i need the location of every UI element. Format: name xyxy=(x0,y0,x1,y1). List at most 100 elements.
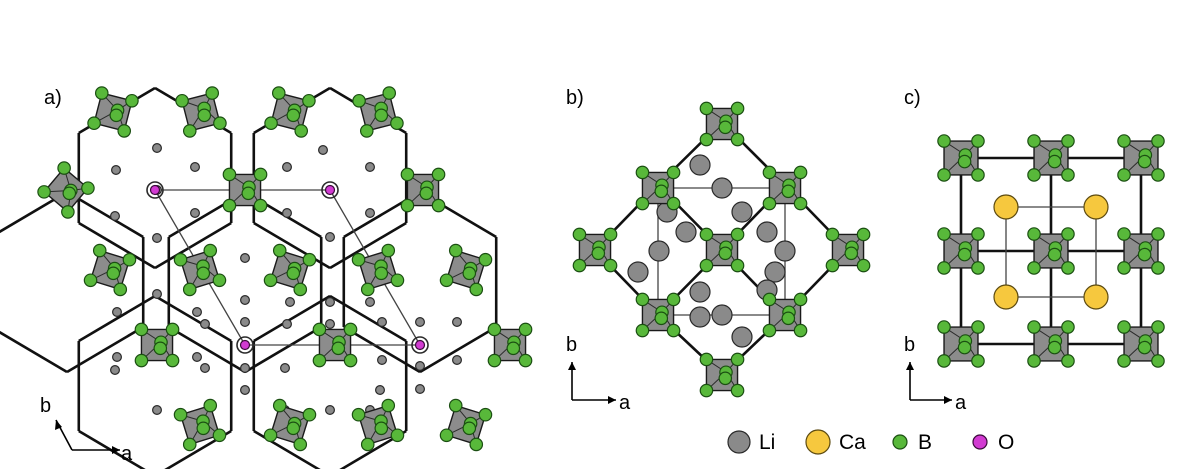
b-atom xyxy=(654,311,669,326)
legend-item-o: O xyxy=(972,431,1014,454)
b-atom xyxy=(781,311,796,326)
legend-item-ca: Ca xyxy=(805,429,866,455)
b-atom xyxy=(264,116,278,131)
b-atom xyxy=(793,196,808,211)
b6-octahedron xyxy=(487,322,533,368)
b-atom xyxy=(165,322,180,337)
b-atom xyxy=(730,132,745,147)
b-atom xyxy=(730,383,745,398)
li-atom xyxy=(675,221,697,243)
b6-octahedron xyxy=(762,165,808,211)
li-atom xyxy=(318,145,329,156)
cage-edge xyxy=(329,294,407,343)
panel-a-b6-octahedra xyxy=(37,86,533,452)
li-atom xyxy=(325,319,336,330)
b-atom xyxy=(381,243,396,258)
b-atom xyxy=(781,184,796,199)
panel-b: b) a b xyxy=(566,87,871,414)
b-atom xyxy=(762,196,777,211)
b6-octahedron xyxy=(175,86,227,138)
legend-item-li: Li xyxy=(727,430,775,454)
b-atom xyxy=(1047,247,1062,262)
b-atom xyxy=(182,282,197,297)
b-atom xyxy=(699,258,714,273)
b-atom xyxy=(448,243,463,258)
b-atom xyxy=(1047,340,1062,355)
li-atom xyxy=(109,211,120,222)
b6-octahedron xyxy=(635,165,681,211)
b-atom xyxy=(478,252,493,267)
legend: Li Ca B O xyxy=(727,429,1014,455)
b-atom xyxy=(431,167,446,182)
b-atom xyxy=(222,167,237,182)
b-atom xyxy=(1027,261,1041,275)
li-atom xyxy=(377,317,388,328)
b-atom xyxy=(203,398,218,413)
b-atom xyxy=(699,101,714,116)
ca-atom xyxy=(1083,194,1109,220)
li-atom xyxy=(240,253,251,264)
panel-a-axes: a b xyxy=(40,395,133,465)
b-atom xyxy=(971,227,985,241)
b-atom xyxy=(293,282,308,297)
b6-octahedron xyxy=(400,167,446,213)
b-atom xyxy=(390,428,405,443)
b-atom xyxy=(518,353,533,368)
b-atom xyxy=(37,185,51,199)
legend-o-swatch xyxy=(972,434,988,450)
li-atom xyxy=(282,162,293,173)
b-atom xyxy=(196,421,211,436)
b6-octahedron xyxy=(312,322,358,368)
b6-octahedron xyxy=(83,243,137,297)
b-atom xyxy=(1061,168,1075,182)
li-atom xyxy=(415,384,426,395)
li-atom xyxy=(627,261,649,283)
panel-b-b6-octahedra xyxy=(572,101,871,398)
cage-edge xyxy=(66,190,144,239)
b-atom xyxy=(263,428,278,443)
b-atom xyxy=(718,246,733,261)
b-atom xyxy=(61,205,75,219)
b-atom xyxy=(439,428,454,443)
b-atom xyxy=(57,161,71,175)
b-atom xyxy=(699,352,714,367)
b-atom xyxy=(439,273,454,288)
b-atom xyxy=(374,266,389,281)
b-atom xyxy=(1151,227,1165,241)
b-atom xyxy=(1137,154,1152,169)
panel-c-axis-b-arrow xyxy=(906,362,914,370)
b-atom xyxy=(83,273,98,288)
b-atom xyxy=(793,165,808,180)
b-atom xyxy=(343,353,358,368)
b-atom xyxy=(793,323,808,338)
li-atom xyxy=(152,143,163,154)
b-atom xyxy=(360,437,375,452)
panel-a: a) a b xyxy=(0,86,533,469)
b6-octahedron xyxy=(134,322,180,368)
li-atom xyxy=(109,365,120,376)
li-atom xyxy=(689,281,711,303)
li-atom xyxy=(190,162,201,173)
b-atom xyxy=(1137,247,1152,262)
legend-item-b: B xyxy=(892,431,932,454)
b-atom xyxy=(212,273,227,288)
o-ring xyxy=(411,336,429,354)
b-atom xyxy=(1151,168,1165,182)
b6-octahedron xyxy=(699,352,745,398)
b-atom xyxy=(302,93,316,108)
panel-c-axis-a-arrow xyxy=(944,396,952,404)
cage-edge xyxy=(253,221,331,270)
b6-octahedron xyxy=(351,243,405,297)
b-atom xyxy=(937,320,951,334)
panel-a-label: a) xyxy=(44,87,62,109)
b6-octahedron xyxy=(263,398,317,452)
b-atom xyxy=(272,398,287,413)
b-atom xyxy=(431,198,446,213)
b-atom xyxy=(351,252,366,267)
b-atom xyxy=(263,273,278,288)
li-atom xyxy=(325,232,336,243)
cage-edge xyxy=(244,325,322,374)
li-atom xyxy=(365,297,376,308)
b6-octahedron xyxy=(1117,134,1165,182)
b-atom xyxy=(699,383,714,398)
